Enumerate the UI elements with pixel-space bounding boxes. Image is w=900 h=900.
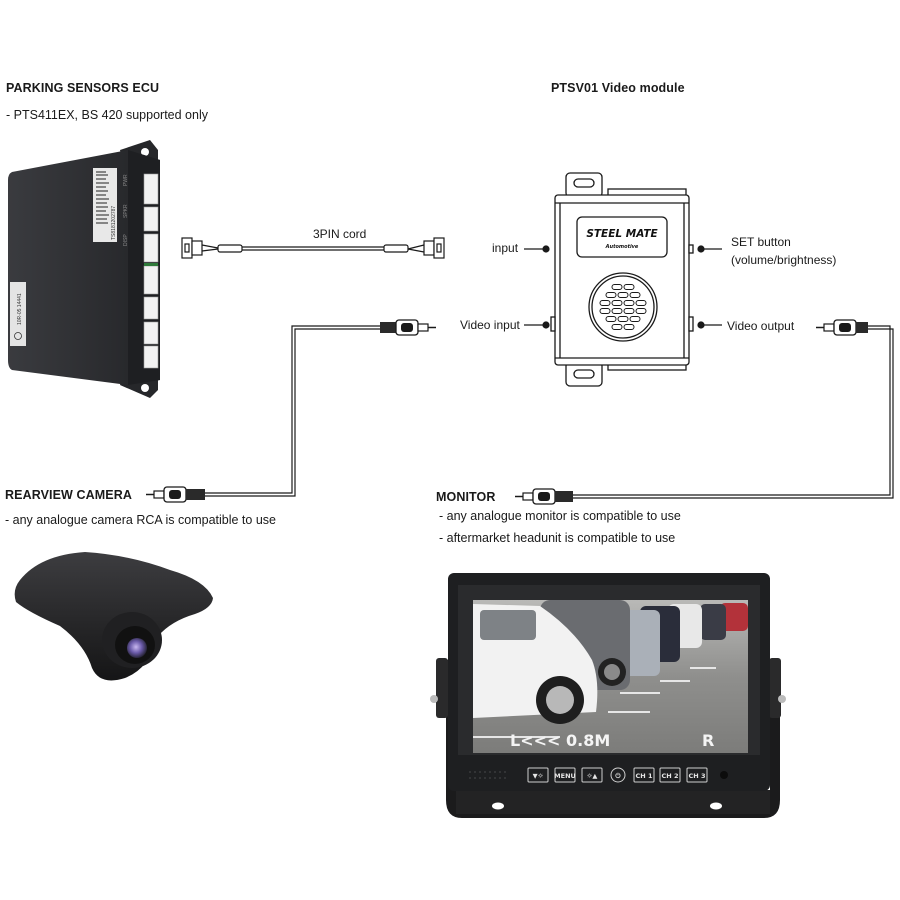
- svg-text:☼▲: ☼▲: [587, 772, 598, 780]
- rearview-camera: [14, 552, 213, 681]
- side-overlay: R: [702, 731, 714, 750]
- button-ch3[interactable]: CH 3: [686, 767, 708, 783]
- label-set-button-sub: (volume/brightness): [731, 253, 837, 267]
- label-video-input: Video input: [460, 318, 520, 332]
- label-input: input: [492, 241, 519, 255]
- camera-video-cable: [205, 325, 380, 497]
- label-set-button: SET button: [731, 235, 791, 249]
- svg-text:CH 2: CH 2: [662, 772, 679, 780]
- ecu-port-spkr: SPKR: [123, 204, 129, 218]
- rca-plug-camera: [146, 486, 205, 503]
- speaker-hole: [623, 300, 635, 306]
- speaker-hole: [611, 284, 623, 290]
- speaker-hole: [635, 300, 647, 306]
- speaker-hole: [611, 308, 623, 314]
- camera-title: REARVIEW CAMERA: [5, 488, 132, 502]
- button-menu[interactable]: MENU: [554, 767, 576, 783]
- monitor-screen: L<<< 0.8M R: [473, 600, 748, 753]
- button-ch2[interactable]: CH 2: [659, 767, 681, 783]
- monitor-title: MONITOR: [436, 490, 496, 504]
- speaker-hole: [599, 308, 611, 314]
- three-pin-cord: [181, 237, 445, 259]
- ecu-sticker-code: 10R-05 14441: [17, 293, 23, 325]
- speaker-hole: [623, 308, 635, 314]
- ecu-sticker: [10, 282, 26, 346]
- speaker-hole: [605, 316, 617, 322]
- label-pointers: [524, 245, 722, 329]
- speaker-grille: [599, 284, 647, 330]
- ir-sensor: [720, 771, 728, 779]
- ecu-serial: TS8181202787: [111, 206, 117, 240]
- speaker-hole: [623, 324, 635, 330]
- video-module-title: PTSV01 Video module: [551, 81, 685, 95]
- speaker-hole: [629, 292, 641, 298]
- speaker-hole: [623, 284, 635, 290]
- monitor-video-cable: [572, 325, 894, 499]
- speaker-hole: [605, 292, 617, 298]
- ptsv01-video-module: [550, 172, 694, 387]
- label-video-output: Video output: [727, 319, 795, 333]
- svg-text:▼☼: ▼☼: [533, 772, 544, 780]
- cord-label: 3PIN cord: [313, 227, 367, 241]
- svg-text:CH 1: CH 1: [636, 772, 653, 780]
- svg-text:MENU: MENU: [554, 772, 576, 780]
- button-brightness-down[interactable]: ▼☼: [527, 767, 549, 783]
- button-ch1[interactable]: CH 1: [633, 767, 655, 783]
- svg-text:CH 3: CH 3: [689, 772, 706, 780]
- button-brightness-up[interactable]: ☼▲: [581, 767, 603, 783]
- rca-plug-video-input: [380, 319, 436, 336]
- monitor-button-bar: ▼☼ MENU ☼▲ ⏻ CH 1 CH 2: [527, 767, 728, 783]
- ecu-connector-ports: [143, 173, 159, 369]
- barcode-label: [93, 168, 117, 242]
- rca-plug-video-output: [816, 319, 868, 336]
- ecu-note: - PTS411EX, BS 420 supported only: [6, 108, 208, 122]
- ecu-port-pwr: PWR: [123, 174, 129, 186]
- monitor-note-1: - any analogue monitor is compatible to …: [439, 509, 681, 523]
- svg-text:⏻: ⏻: [615, 772, 621, 780]
- monitor-note-2: - aftermarket headunit is compatible to …: [439, 531, 676, 545]
- brand-logo-sub: Automotive: [605, 244, 639, 250]
- speaker-hole: [635, 308, 647, 314]
- speaker-hole: [617, 316, 629, 322]
- speaker-hole: [629, 316, 641, 322]
- monitor: L<<< 0.8M R ▼☼ MENU ☼▲ ⏻: [430, 573, 786, 818]
- parking-sensors-ecu: TS8181202787 PWR SPKR DISP 10R-05 14441: [8, 140, 160, 398]
- distance-overlay: L<<< 0.8M: [510, 731, 610, 750]
- speaker-hole: [617, 292, 629, 298]
- speaker-hole: [599, 300, 611, 306]
- ecu-title: PARKING SENSORS ECU: [6, 81, 160, 95]
- ecu-port-disp: DISP: [123, 234, 129, 246]
- camera-note: - any analogue camera RCA is compatible …: [5, 513, 276, 527]
- button-power[interactable]: ⏻: [610, 767, 626, 783]
- rca-plug-monitor: [515, 488, 573, 505]
- brand-logo: STEEL MATE: [586, 228, 658, 240]
- speaker-hole: [611, 300, 623, 306]
- speaker-hole: [611, 324, 623, 330]
- camera-lens: [127, 638, 147, 658]
